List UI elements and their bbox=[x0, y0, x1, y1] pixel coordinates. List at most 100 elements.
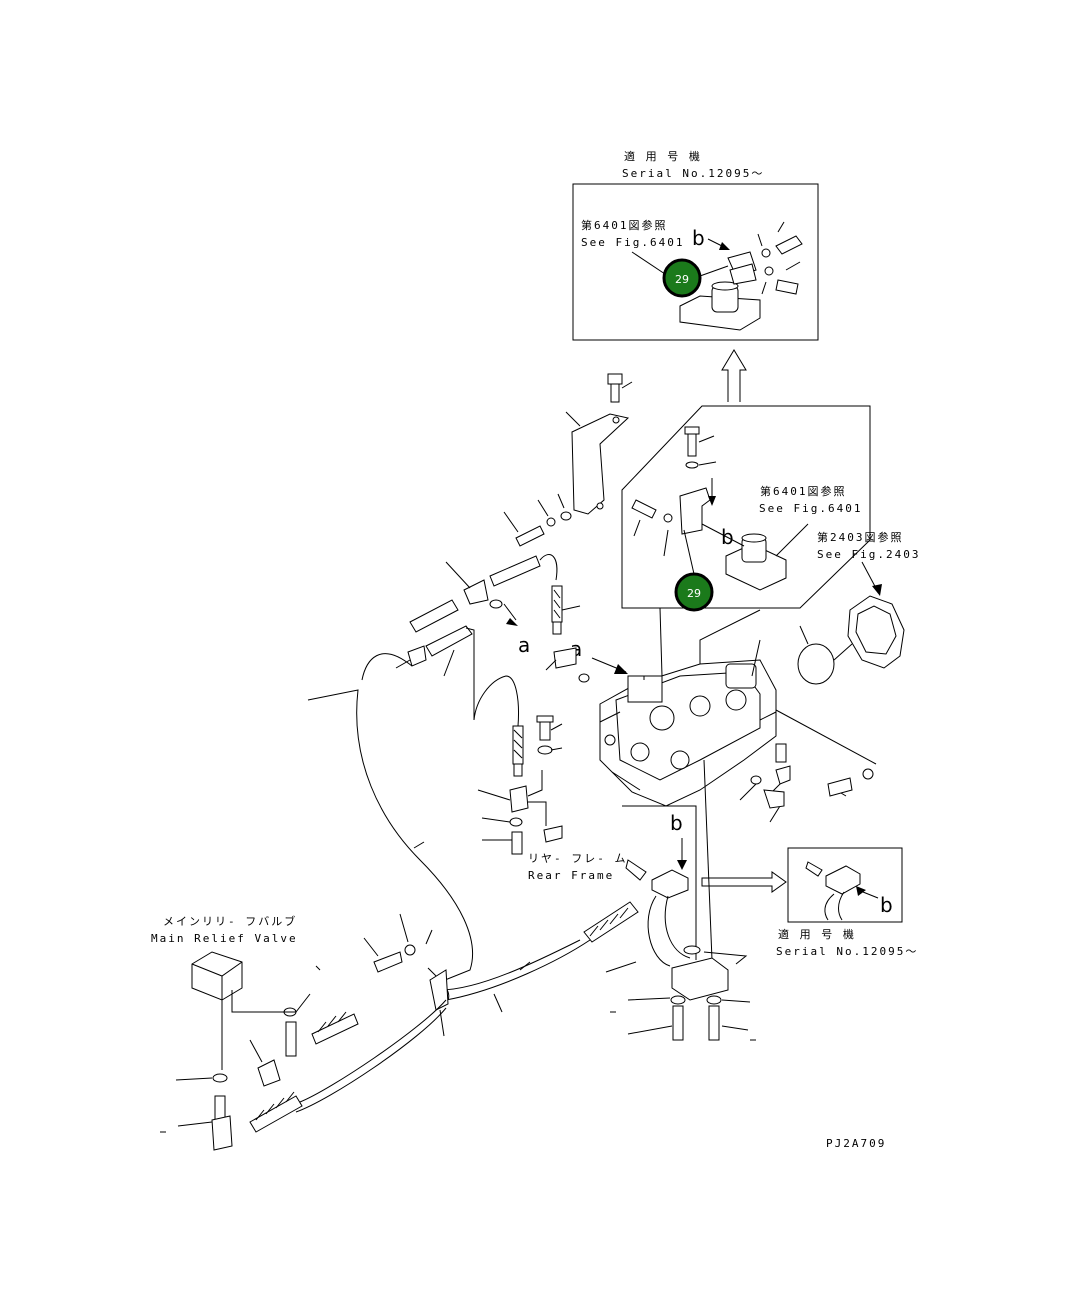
rear-bolt bbox=[625, 859, 647, 881]
inset-top-washer-1 bbox=[761, 248, 771, 258]
pump-port-1 bbox=[649, 705, 675, 731]
pump-regulator bbox=[725, 663, 757, 689]
inset-top-badge-text: 29 bbox=[675, 273, 689, 286]
right-elbow bbox=[763, 789, 785, 809]
inset-bottom-serial-jp: 適 用 号 機 bbox=[778, 927, 856, 941]
mid-bolt bbox=[539, 719, 551, 741]
rear-frame-en: Rear Frame bbox=[528, 869, 614, 882]
hose-bolt-left bbox=[373, 951, 403, 973]
inset-bottom-frame bbox=[787, 847, 903, 923]
bracket-bolt-head bbox=[607, 373, 623, 385]
fig2403-ref-en: See Fig.2403 bbox=[817, 548, 920, 561]
mid-bolt-2 bbox=[511, 831, 523, 855]
inset-top-ref-jp: 第6401図参照 bbox=[581, 218, 668, 232]
inset-link-up-arrow bbox=[721, 349, 747, 402]
relief-valve-body bbox=[191, 951, 243, 1001]
hose-end-mid bbox=[512, 725, 524, 765]
inset-top-valve-base bbox=[679, 295, 761, 331]
bracket-washer bbox=[560, 511, 572, 521]
long-hose-3 bbox=[299, 999, 447, 1103]
inset-top-serial-en: Serial No.12095～ bbox=[622, 167, 764, 180]
callout-washer-top bbox=[685, 461, 699, 469]
hose-loop bbox=[473, 675, 519, 727]
inset-top-ref-en: See Fig.6401 bbox=[581, 236, 684, 249]
inset-top-serial-jp: 適 用 号 機 bbox=[624, 149, 702, 163]
fig2403-ref: 第2403図参照 See Fig.2403 bbox=[797, 530, 920, 685]
check-valve bbox=[509, 785, 529, 813]
relief-label-en: Main Relief Valve bbox=[151, 932, 298, 945]
inset-top-letter-b: b bbox=[692, 226, 705, 250]
relief-label-jp: メインリリ- フバルブ bbox=[163, 914, 297, 928]
long-hose-2 bbox=[439, 939, 581, 991]
fig2403-ref-jp: 第2403図参照 bbox=[817, 530, 904, 544]
main-relief-valve: メインリリ- フバルブ Main Relief Valve bbox=[151, 914, 298, 1151]
relief-oring bbox=[212, 1073, 228, 1083]
inset-top-bracket-lower bbox=[729, 263, 757, 285]
mid-left-lines bbox=[473, 675, 563, 855]
callout-bolt-left bbox=[631, 499, 657, 519]
pump-port-2 bbox=[689, 695, 711, 717]
hose-fitting-3 bbox=[425, 625, 473, 657]
long-hose-1 bbox=[307, 689, 474, 983]
left-bracket-group bbox=[503, 373, 633, 547]
rear-bolt-2 bbox=[708, 1005, 720, 1041]
pump-port-3 bbox=[725, 689, 747, 711]
relief-check bbox=[285, 1021, 297, 1057]
callout-badge bbox=[674, 572, 714, 612]
inset-bottom: b 適 用 号 機 Serial No.12095～ bbox=[701, 847, 918, 958]
inset-top: 適 用 号 機 Serial No.12095～ 第6401図参照 See Fi… bbox=[572, 149, 819, 341]
rear-frame-outline bbox=[622, 805, 697, 960]
right-bolt bbox=[827, 777, 853, 797]
hose-fitting-relief bbox=[311, 1013, 359, 1045]
callout-badge-text: 29 bbox=[687, 587, 701, 600]
main-callout: 第6401図参照 See Fig.6401 b 29 bbox=[621, 405, 871, 612]
rear-valve-block bbox=[651, 869, 689, 899]
relief-hose-end bbox=[249, 1095, 303, 1133]
drawing-number: PJ2A709 bbox=[826, 1137, 886, 1150]
inset-top-badge bbox=[662, 258, 702, 298]
pump-control-block bbox=[627, 675, 663, 703]
bracket-bolt bbox=[610, 383, 620, 403]
bracket-bolt-side bbox=[515, 525, 545, 547]
inset-top-arrowhead bbox=[719, 242, 730, 250]
callout-ref-jp: 第6401図参照 bbox=[760, 484, 847, 498]
pump-bracket bbox=[571, 413, 630, 515]
inset-bottom-serial-en: Serial No.12095～ bbox=[776, 945, 918, 958]
clamp bbox=[543, 825, 563, 843]
tee-fitting bbox=[463, 579, 489, 605]
inset-bottom-valve bbox=[825, 865, 861, 895]
inset-top-washer-2 bbox=[764, 266, 774, 276]
callout-ref-en: See Fig.6401 bbox=[759, 502, 862, 515]
callout-washer-left bbox=[663, 513, 673, 523]
bracket-lockwasher bbox=[546, 517, 556, 527]
hose-fitting-1 bbox=[489, 555, 541, 587]
relief-plug bbox=[257, 1059, 281, 1087]
main-callout-frame bbox=[621, 405, 871, 609]
relief-fitting-elbow bbox=[211, 1115, 233, 1151]
rear-bolt-1 bbox=[672, 1005, 684, 1041]
rear-frame-jp: リヤ- フレ- ム bbox=[528, 852, 628, 865]
right-plug bbox=[775, 743, 787, 763]
fitting-a bbox=[553, 647, 577, 669]
inset-top-bolt-2 bbox=[775, 279, 799, 295]
rear-frame: リヤ- フレ- ム Rear Frame b bbox=[528, 709, 877, 1041]
long-hoses bbox=[249, 653, 639, 1133]
long-hose-elbow bbox=[429, 969, 449, 1011]
letter-a-left: a bbox=[518, 633, 530, 657]
elbow-fitting bbox=[407, 645, 427, 667]
inset-top-valve-cap-top bbox=[711, 281, 739, 291]
callout-bolt-top bbox=[687, 431, 697, 457]
callout-bracket bbox=[679, 487, 711, 535]
hose-fitting-2 bbox=[409, 599, 459, 633]
rear-base-block bbox=[671, 957, 729, 1001]
cover-gasket bbox=[797, 643, 835, 685]
main-pump bbox=[599, 607, 777, 961]
inset-top-bolt-1 bbox=[775, 235, 803, 255]
inset-bottom-arrow bbox=[701, 871, 787, 893]
letter-b-center: b bbox=[670, 811, 683, 835]
left-fittings: a a bbox=[395, 554, 628, 720]
inset-bottom-letter-b: b bbox=[880, 893, 893, 917]
inset-top-frame bbox=[572, 183, 819, 341]
